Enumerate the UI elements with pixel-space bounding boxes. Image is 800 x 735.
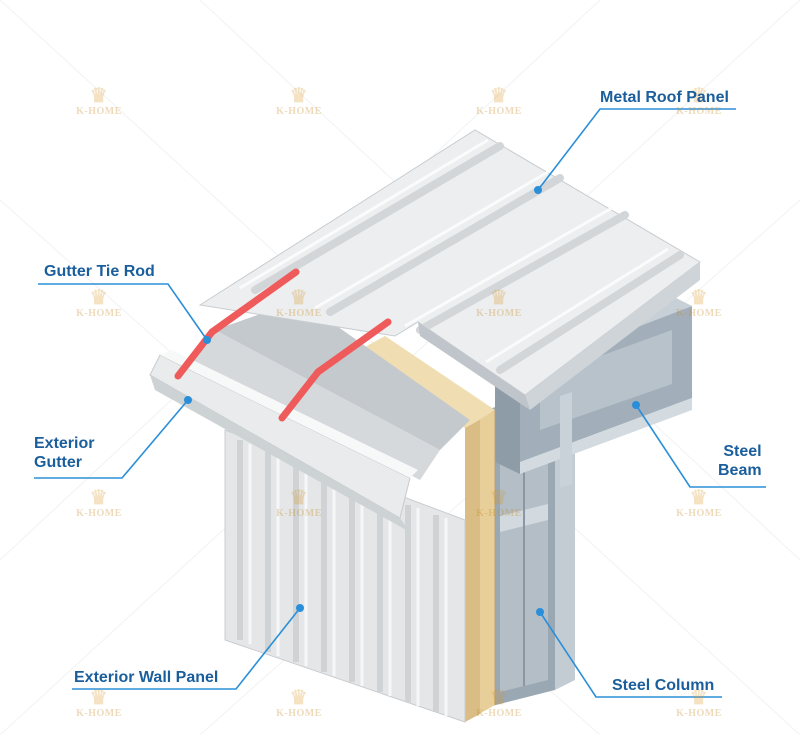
watermark: ♛K-HOME bbox=[676, 687, 722, 719]
label-steel-column: Steel Column bbox=[612, 677, 715, 694]
watermark: ♛K-HOME bbox=[676, 85, 722, 117]
leader-steel-beam bbox=[635, 404, 766, 488]
leader-metal-roof-panel bbox=[537, 108, 736, 191]
watermark: ♛K-HOME bbox=[76, 85, 122, 117]
watermark: ♛K-HOME bbox=[676, 487, 722, 519]
metal-roof-panel bbox=[198, 129, 701, 410]
label-exterior-wall-panel: Exterior Wall Panel bbox=[74, 669, 219, 686]
label-metal-roof-panel: Metal Roof Panel bbox=[600, 89, 729, 106]
watermark: ♛K-HOME bbox=[476, 487, 522, 519]
watermark: ♛K-HOME bbox=[276, 287, 322, 319]
gutter-trough bbox=[190, 300, 470, 480]
watermark: ♛K-HOME bbox=[476, 687, 522, 719]
label-steel-beam-line1: Steel bbox=[723, 443, 762, 460]
leader-steel-column bbox=[539, 611, 722, 698]
label-steel-beam-line2: Beam bbox=[718, 462, 762, 479]
leader-exterior-gutter bbox=[34, 399, 189, 479]
label-exterior-gutter-line1: Exterior bbox=[34, 435, 95, 452]
leader-lines bbox=[34, 108, 766, 698]
label-exterior-gutter: Exterior Gutter bbox=[34, 434, 94, 472]
insulation-layer bbox=[356, 336, 496, 722]
watermark: ♛K-HOME bbox=[276, 85, 322, 117]
watermark: ♛K-HOME bbox=[76, 487, 122, 519]
watermark: ♛K-HOME bbox=[76, 287, 122, 319]
watermark: ♛K-HOME bbox=[276, 687, 322, 719]
leader-dots bbox=[184, 186, 640, 616]
watermark: ♛K-HOME bbox=[76, 687, 122, 719]
leader-exterior-wall-panel bbox=[72, 607, 301, 690]
leader-gutter-tie-rod bbox=[38, 283, 208, 341]
label-gutter-tie-rod: Gutter Tie Rod bbox=[44, 263, 155, 280]
label-steel-beam: Steel Beam bbox=[718, 442, 762, 480]
gutter-tie-rods bbox=[174, 268, 392, 422]
watermark: ♛K-HOME bbox=[676, 287, 722, 319]
watermark: ♛K-HOME bbox=[276, 487, 322, 519]
watermark: ♛K-HOME bbox=[476, 287, 522, 319]
watermark: ♛K-HOME bbox=[476, 85, 522, 117]
exterior-wall-panel bbox=[224, 429, 466, 723]
label-exterior-gutter-line2: Gutter bbox=[34, 454, 82, 471]
